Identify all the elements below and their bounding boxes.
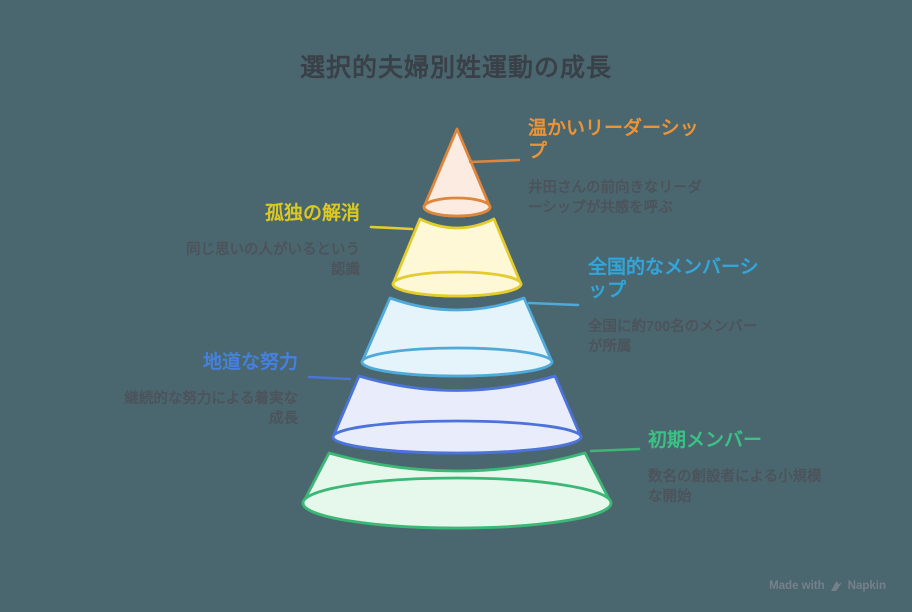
funnel-segment-2-base-rim [391, 270, 523, 298]
funnel-segment-4 [331, 374, 583, 455]
level-heading: 孤独の解消 [264, 203, 360, 224]
napkin-watermark: Made with Napkin [769, 580, 886, 592]
funnel-segment-1 [422, 127, 492, 218]
connector-line-2 [369, 225, 414, 231]
connector-line-5 [589, 447, 641, 453]
level-description: 全国に約700名のメンバー が所属 [588, 319, 758, 355]
funnel-segment-1-base-rim [422, 196, 492, 218]
napkin-pen-icon [830, 580, 843, 592]
connector-line-4 [307, 375, 352, 381]
level-heading: 全国的なメンバーシ ップ [588, 257, 759, 301]
level-heading: 温かいリーダーシッ プ [528, 118, 699, 162]
diagram-title: 選択的夫婦別姓運動の成長 [299, 54, 612, 82]
level-description: 同じ思いの人がいるという 認識 [186, 242, 360, 278]
connector-line-3 [527, 301, 580, 307]
watermark-brand: Napkin [847, 580, 886, 592]
level-description: 継続的な努力による着実な 成長 [124, 391, 298, 427]
level-description: 井田さんの前向きなリーダ ーシップが共感を呼ぶ [528, 180, 702, 216]
funnel-segment-3-base-rim [360, 346, 554, 378]
level-label-loneliness-relief: 孤独の解消 同じ思いの人がいるという 認識 [160, 202, 360, 280]
level-label-national-membership: 全国的なメンバーシ ップ 全国に約700名のメンバー が所属 [588, 256, 783, 357]
level-description: 数名の創設者による小規模 な開始 [648, 469, 822, 505]
connector-line-1 [468, 158, 521, 164]
level-heading: 地道な努力 [202, 352, 298, 373]
funnel-segment-2 [391, 217, 523, 298]
watermark-prefix: Made with [769, 580, 825, 592]
funnel-segment-4-base-rim [331, 419, 583, 455]
level-label-steady-effort: 地道な努力 継続的な努力による着実な 成長 [98, 351, 298, 429]
level-label-early-members: 初期メンバー 数名の創設者による小規模 な開始 [648, 429, 848, 507]
level-label-warm-leadership: 温かいリーダーシッ プ 井田さんの前向きなリーダ ーシップが共感を呼ぶ [528, 117, 723, 218]
level-heading: 初期メンバー [648, 430, 763, 451]
funnel-segment-5 [301, 451, 613, 530]
funnel-segment-3 [360, 296, 554, 378]
funnel-segment-5-base-rim [301, 476, 613, 530]
